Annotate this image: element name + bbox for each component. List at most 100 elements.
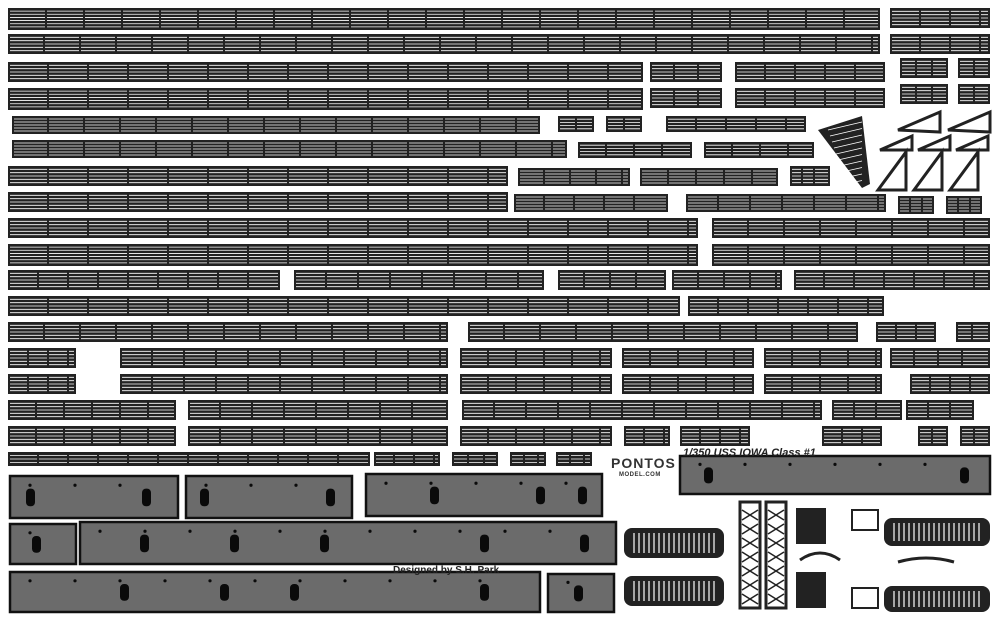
- corner-brace: [955, 133, 990, 152]
- ladder-rung: [845, 180, 863, 185]
- rivet-hole: [118, 579, 122, 583]
- porthole-door: [26, 488, 35, 507]
- ladder-rung: [829, 128, 863, 137]
- porthole-door: [290, 584, 299, 601]
- porthole-door: [120, 584, 129, 601]
- rivet-hole: [698, 462, 702, 466]
- ladder-cross-brace: [741, 565, 759, 577]
- rivet-hole: [143, 529, 147, 533]
- porthole-door: [32, 536, 41, 553]
- corner-brace: [875, 147, 908, 192]
- rivet-hole: [519, 481, 523, 485]
- designer-credit: Designed by S.H. Park: [393, 565, 500, 576]
- railing-strip: [8, 88, 643, 110]
- brand-logo-sub: MODEL.COM: [619, 472, 661, 478]
- rivet-hole: [788, 462, 792, 466]
- rivet-hole: [118, 483, 122, 487]
- porthole-door: [960, 467, 969, 484]
- porthole-door: [200, 488, 209, 507]
- ladder-cross-brace: [767, 551, 785, 563]
- ladder-cross-brace: [767, 509, 785, 521]
- ladder-cross-brace: [741, 551, 759, 563]
- rivet-hole: [548, 529, 552, 533]
- bent-handrail: [897, 556, 955, 564]
- rivet-hole: [28, 483, 32, 487]
- ladder-rung: [835, 147, 863, 155]
- rivet-hole: [294, 483, 298, 487]
- sheet-title: 1/350 USS IOWA Class #1: [683, 447, 816, 459]
- porthole-door: [430, 486, 439, 505]
- porthole-door: [578, 486, 587, 505]
- rivet-hole: [233, 529, 237, 533]
- ladder-rung: [827, 121, 863, 131]
- railing-strip: [8, 8, 880, 30]
- corner-brace: [947, 109, 992, 134]
- hatch-part: [796, 572, 826, 608]
- rivet-hole: [28, 531, 32, 535]
- rivet-hole: [564, 481, 568, 485]
- rivet-hole: [878, 462, 882, 466]
- rivet-hole: [73, 483, 77, 487]
- rivet-hole: [253, 579, 257, 583]
- rivet-hole: [323, 529, 327, 533]
- rivet-hole: [163, 579, 167, 583]
- porthole-door: [142, 488, 151, 507]
- rivet-hole: [98, 529, 102, 533]
- ladder-rung: [833, 141, 863, 149]
- mesh-part: [851, 509, 879, 531]
- railing-strip: [666, 116, 806, 132]
- porthole-door: [704, 467, 713, 484]
- rivet-hole: [204, 483, 208, 487]
- rivet-hole: [384, 481, 388, 485]
- trestle-ladder: [764, 500, 788, 610]
- ladder-cross-brace: [767, 565, 785, 577]
- mesh-part: [851, 587, 879, 609]
- rivet-hole: [208, 579, 212, 583]
- porthole-door: [220, 584, 229, 601]
- ladder-rung: [837, 154, 863, 161]
- porthole-door: [230, 534, 239, 553]
- ladder-rung: [839, 160, 863, 167]
- railing-strip: [8, 244, 698, 266]
- bent-handrail: [799, 551, 841, 562]
- rivet-hole: [413, 529, 417, 533]
- brand-logo: PONTOS: [611, 455, 676, 471]
- ladder-cross-brace: [767, 579, 785, 591]
- bulkhead-plate: [678, 454, 992, 496]
- ladder-cross-brace: [767, 593, 785, 605]
- ladder-cross-brace: [741, 509, 759, 521]
- bulkhead-plate: [184, 474, 354, 520]
- ladder-cross-brace: [767, 537, 785, 549]
- rivet-hole: [503, 529, 507, 533]
- ladder-rung: [841, 167, 863, 173]
- rivet-hole: [278, 529, 282, 533]
- railing-strip: [712, 244, 990, 266]
- porthole-door: [536, 486, 545, 505]
- rivet-hole: [28, 579, 32, 583]
- rivet-hole: [73, 579, 77, 583]
- bulkhead-plate: [8, 570, 542, 614]
- ladder-rung: [843, 173, 863, 179]
- porthole-door: [140, 534, 149, 553]
- bulkhead-plate: [8, 474, 180, 520]
- trestle-ladder: [738, 500, 762, 610]
- rivet-hole: [433, 579, 437, 583]
- corner-brace: [947, 147, 980, 192]
- corner-brace: [897, 109, 942, 134]
- porthole-door: [320, 534, 329, 553]
- rivet-hole: [474, 481, 478, 485]
- ladder-cross-brace: [741, 593, 759, 605]
- rivet-hole: [368, 529, 372, 533]
- ladder-cross-brace: [741, 579, 759, 591]
- rivet-hole: [923, 462, 927, 466]
- porthole-door: [580, 534, 589, 553]
- ladder-cross-brace: [741, 523, 759, 535]
- rivet-hole: [478, 579, 482, 583]
- corner-brace: [917, 133, 952, 152]
- porthole-door: [480, 584, 489, 601]
- rivet-hole: [429, 481, 433, 485]
- ladder-cross-brace: [741, 537, 759, 549]
- rivet-hole: [388, 579, 392, 583]
- ladder-cross-brace: [767, 523, 785, 535]
